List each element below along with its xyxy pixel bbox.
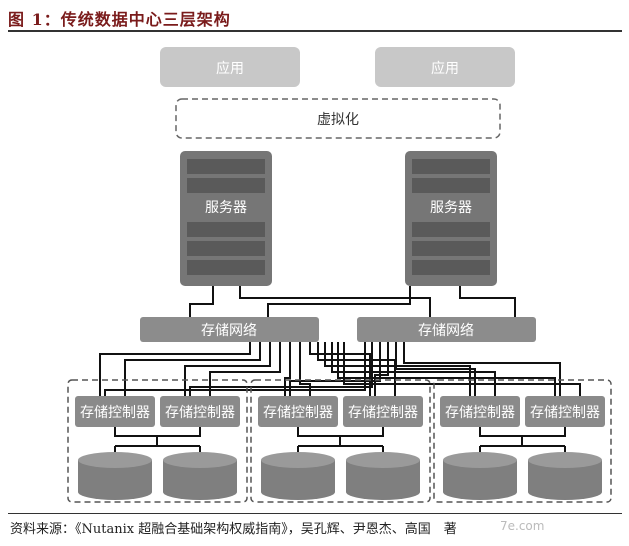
application-label-1: 应用 <box>216 60 244 77</box>
disk-icon <box>78 452 152 500</box>
server-label-1: 服务器 <box>205 200 247 216</box>
storage-network-label-1: 存储网络 <box>201 323 257 339</box>
server-label-2: 服务器 <box>430 200 472 216</box>
application-label-2: 应用 <box>431 60 459 77</box>
server-network-links <box>189 286 516 318</box>
virtualization-label: 虚拟化 <box>317 112 359 128</box>
storage-controller-label: 存储控制器 <box>445 405 515 421</box>
server-2: 服务器 <box>405 151 497 286</box>
network-controller-links <box>99 342 581 396</box>
storage-controller-label: 存储控制器 <box>80 405 150 421</box>
virtualization-box: 虚拟化 <box>175 98 501 139</box>
storage-group-3: 存储控制器 存储控制器 <box>440 396 605 500</box>
source-divider <box>8 513 622 514</box>
storage-group-outlines <box>67 379 612 503</box>
storage-network-1: 存储网络 <box>140 317 319 342</box>
disk-icon <box>163 452 237 500</box>
storage-controller-label: 存储控制器 <box>530 405 600 421</box>
storage-controller-label: 存储控制器 <box>263 405 333 421</box>
server-1: 服务器 <box>180 151 272 286</box>
title-divider <box>8 30 622 32</box>
storage-network-2: 存储网络 <box>357 317 536 342</box>
storage-network-label-2: 存储网络 <box>418 323 474 339</box>
storage-controller-label: 存储控制器 <box>348 405 418 421</box>
storage-group-2: 存储控制器 存储控制器 <box>258 396 423 500</box>
disk-icon <box>346 452 420 500</box>
source-caption: 资料来源：《Nutanix 超融合基础架构权威指南》，吴孔辉、尹恩杰、高国 著 <box>10 522 457 537</box>
figure-title: 图 1：传统数据中心三层架构 <box>8 10 231 29</box>
disk-icon <box>261 452 335 500</box>
watermark: 7e.com <box>500 519 545 533</box>
application-box-2: 应用 <box>375 47 515 87</box>
storage-controller-label: 存储控制器 <box>165 405 235 421</box>
storage-group-1: 存储控制器 存储控制器 <box>75 396 240 500</box>
disk-icon <box>443 452 517 500</box>
application-box-1: 应用 <box>160 47 300 87</box>
disk-icon <box>528 452 602 500</box>
